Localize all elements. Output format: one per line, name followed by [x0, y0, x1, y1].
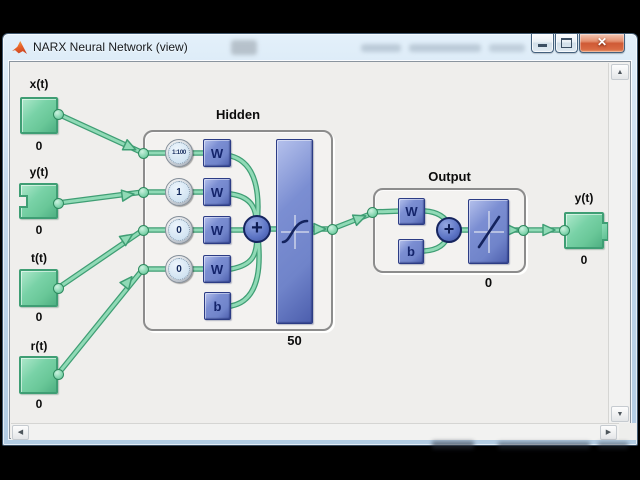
hidden-weight-4: W	[203, 255, 231, 283]
view-panel: Hidden Output 50 0 x(t) 0 y(t) 0 t(t) 0 …	[9, 61, 637, 440]
final-output-label: y(t)	[574, 191, 594, 205]
horizontal-scrollbar[interactable]: ◀ ▶	[11, 423, 619, 440]
delay-dial-3: 0	[165, 216, 193, 244]
output-neuron-count: 0	[484, 275, 493, 290]
delay-dial-1: 1:100	[165, 139, 193, 167]
scroll-down-button[interactable]: ▼	[611, 406, 629, 422]
hidden-weight-3: W	[203, 216, 231, 244]
scrollbar-corner	[619, 423, 637, 440]
node	[137, 263, 149, 275]
output-bias: b	[398, 239, 424, 264]
dial-face	[168, 219, 190, 241]
delay-dial-4: 0	[165, 255, 193, 283]
input-t-value: 0	[35, 310, 43, 324]
vertical-scrollbar[interactable]: ▲ ▼	[608, 63, 629, 423]
output-sum-junction: +	[436, 217, 462, 243]
input-x-block	[20, 97, 58, 134]
input-x-value: 0	[35, 139, 43, 153]
close-icon: ✕	[596, 35, 608, 49]
hidden-bias: b	[204, 292, 231, 320]
scroll-up-button[interactable]: ▲	[611, 64, 629, 80]
minimize-button[interactable]	[531, 34, 554, 53]
background-bleed	[598, 442, 628, 449]
window-title: NARX Neural Network (view)	[33, 40, 188, 54]
scroll-left-button[interactable]: ◀	[12, 425, 29, 440]
titlebar-reflection	[489, 44, 525, 52]
scroll-right-icon: ▶	[605, 429, 612, 436]
node	[137, 147, 149, 159]
network-canvas: Hidden Output 50 0 x(t) 0 y(t) 0 t(t) 0 …	[11, 63, 608, 423]
maximize-button[interactable]	[555, 34, 578, 53]
hidden-sum-junction: +	[243, 215, 271, 243]
input-y-block	[19, 183, 58, 219]
background-bleed	[498, 442, 590, 449]
scroll-up-icon: ▲	[616, 69, 624, 76]
dial-face	[168, 181, 190, 203]
node	[326, 223, 338, 235]
feedback-tab	[602, 222, 608, 241]
background-bleed	[432, 441, 474, 449]
node	[52, 108, 64, 120]
delay-dial-2: 1	[165, 178, 193, 206]
app-window: NARX Neural Network (view) ✕	[2, 33, 638, 446]
hidden-weight-1: W	[203, 139, 231, 167]
feedback-notch	[19, 195, 28, 208]
output-layer-title: Output	[428, 169, 471, 184]
scroll-down-icon: ▼	[616, 411, 624, 418]
hidden-neuron-count: 50	[287, 333, 302, 348]
final-output-block	[564, 212, 608, 249]
final-output-value: 0	[580, 253, 588, 267]
hidden-weight-2: W	[203, 178, 231, 206]
node	[517, 224, 529, 236]
matlab-icon	[12, 41, 27, 54]
input-y-value: 0	[35, 223, 43, 237]
hidden-transfer-block	[276, 139, 313, 324]
tansig-icon	[280, 214, 309, 249]
scroll-left-icon: ◀	[17, 429, 24, 436]
scroll-right-button[interactable]: ▶	[600, 425, 617, 440]
input-t-label: t(t)	[31, 251, 47, 265]
node	[52, 197, 64, 209]
purelin-icon	[473, 210, 504, 253]
node	[52, 282, 64, 294]
node	[366, 206, 378, 218]
input-x-label: x(t)	[29, 77, 49, 91]
node	[558, 224, 570, 236]
titlebar-reflection	[409, 44, 481, 52]
input-r-value: 0	[35, 397, 43, 411]
close-button[interactable]: ✕	[579, 34, 625, 53]
titlebar-reflection	[231, 40, 257, 55]
output-weight: W	[398, 198, 425, 225]
node	[52, 368, 64, 380]
output-transfer-block	[468, 199, 509, 264]
dial-face	[168, 142, 190, 164]
title-bar[interactable]: NARX Neural Network (view)	[3, 34, 637, 61]
maximize-icon	[561, 38, 572, 48]
input-r-label: r(t)	[30, 339, 48, 353]
dial-face	[168, 258, 190, 280]
connection-wires	[11, 63, 608, 423]
minimize-icon	[538, 44, 547, 47]
node	[137, 186, 149, 198]
hidden-layer-title: Hidden	[215, 107, 261, 122]
node	[137, 224, 149, 236]
input-y-label: y(t)	[29, 165, 49, 179]
titlebar-reflection	[361, 44, 401, 52]
